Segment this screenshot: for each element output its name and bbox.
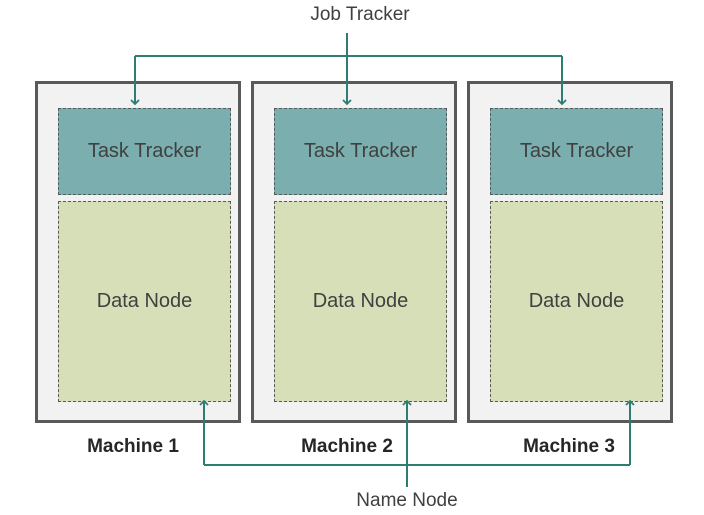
machine-3-container: Task Tracker Data Node <box>467 81 673 423</box>
machine-2-label: Machine 2 <box>301 436 393 457</box>
data-node-box-2: Data Node <box>274 201 447 402</box>
machine-3-label: Machine 3 <box>523 436 615 457</box>
data-node-box-1: Data Node <box>58 201 231 402</box>
machine-1-container: Task Tracker Data Node <box>35 81 241 423</box>
task-tracker-box-3: Task Tracker <box>490 108 663 195</box>
machine-1-label: Machine 1 <box>87 436 179 457</box>
machine-2-container: Task Tracker Data Node <box>251 81 457 423</box>
task-tracker-box-1: Task Tracker <box>58 108 231 195</box>
job-tracker-label: Job Tracker <box>310 4 410 25</box>
name-node-label: Name Node <box>356 490 458 511</box>
task-tracker-box-2: Task Tracker <box>274 108 447 195</box>
data-node-box-3: Data Node <box>490 201 663 402</box>
